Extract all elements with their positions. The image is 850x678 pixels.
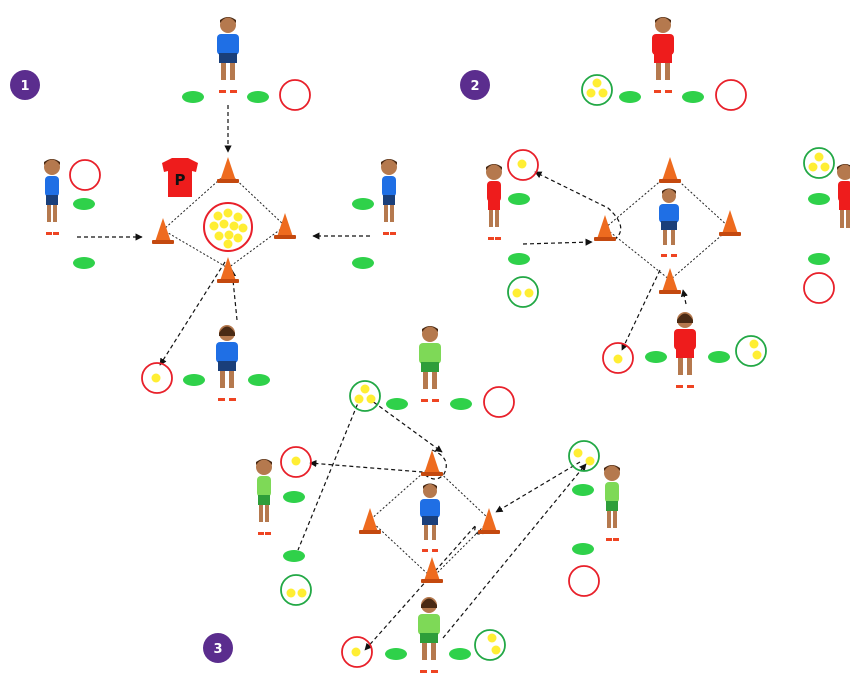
step-label-2: 2	[470, 79, 479, 94]
hoop-icon	[568, 565, 600, 597]
player-icon	[419, 326, 441, 402]
ball-icon	[487, 633, 501, 655]
ball-icon	[573, 448, 595, 466]
cone-icon	[478, 508, 500, 534]
ball-icon	[209, 208, 248, 249]
marker-disc-icon	[283, 398, 594, 660]
arrow-icon	[364, 524, 494, 651]
hoop-icon	[568, 440, 600, 472]
step-badge-1: 1	[10, 70, 40, 100]
cone-icon	[719, 210, 741, 236]
ball-icon	[286, 588, 307, 598]
ball-icon	[291, 456, 301, 466]
player-icon	[256, 459, 272, 535]
arrow-icon	[680, 289, 688, 305]
hoop-icon	[803, 147, 835, 179]
player-icon	[837, 164, 850, 228]
ball-icon	[808, 152, 830, 172]
arrow-icon	[159, 261, 226, 366]
cone-icon	[217, 257, 239, 283]
step-label-3: 3	[213, 642, 222, 657]
player-icon	[486, 164, 502, 240]
cone-icon	[594, 215, 616, 241]
ball-icon	[517, 159, 527, 169]
marker-disc-icon	[73, 91, 374, 386]
step-badge-3: 3	[203, 633, 233, 663]
cone-icon	[421, 557, 443, 583]
arrow-icon	[367, 397, 443, 453]
ball-icon	[512, 288, 534, 298]
hoop-icon	[507, 276, 539, 308]
step-label-1: 1	[20, 79, 29, 94]
arrow-icon	[621, 269, 661, 351]
hoop-icon	[715, 79, 747, 111]
ball-icon	[351, 647, 361, 657]
hoop-icon	[280, 574, 312, 606]
hoop-icon	[279, 79, 311, 111]
player-icon	[420, 483, 440, 552]
arrow-icon	[442, 463, 587, 639]
player-icon	[659, 188, 679, 257]
player-icon	[216, 325, 238, 401]
cone-icon	[217, 157, 239, 183]
player-icon	[604, 465, 620, 541]
hoop-icon	[349, 380, 381, 412]
cone-icon	[274, 213, 296, 239]
player-icon	[674, 312, 696, 388]
step-badge-2: 2	[460, 70, 490, 100]
hoop-icon	[203, 202, 253, 252]
marker-disc-icon	[508, 91, 830, 363]
cone-icon	[659, 157, 681, 183]
diagram-step-2	[486, 17, 850, 388]
hoop-icon	[735, 335, 767, 367]
hoop-icon	[803, 272, 835, 304]
arrow-icon	[297, 397, 361, 551]
ball-icon	[749, 339, 762, 360]
hoop-icon	[69, 159, 101, 191]
cone-icon	[152, 218, 174, 244]
cone-icon	[421, 450, 443, 476]
cone-icon	[659, 268, 681, 294]
hoop-icon	[141, 362, 173, 394]
ball-icon	[354, 384, 376, 404]
arrow-icon	[522, 238, 593, 246]
pinnie-label: P	[175, 171, 186, 189]
hoop-icon	[280, 446, 312, 478]
player-icon	[44, 159, 60, 235]
ball-icon	[586, 78, 608, 98]
arrow-icon	[534, 171, 622, 241]
arrow-icon	[229, 269, 238, 321]
cone-icon	[359, 508, 381, 534]
player-icon	[381, 159, 397, 235]
diagram-step-3	[256, 326, 620, 673]
hoop-icon	[474, 629, 506, 661]
hoop-icon	[581, 74, 613, 106]
ball-icon	[151, 373, 161, 383]
hoop-icon	[341, 636, 373, 668]
diagram-step-1: P	[44, 17, 397, 401]
player-icon	[418, 597, 440, 673]
hoop-icon	[507, 149, 539, 181]
player-icon	[217, 17, 239, 93]
arrow-icon	[495, 461, 581, 513]
ball-icon	[613, 354, 623, 364]
hoop-icon	[483, 386, 515, 418]
pinnie-icon: P	[162, 158, 198, 197]
player-icon	[652, 17, 674, 93]
hoop-icon	[602, 342, 634, 374]
